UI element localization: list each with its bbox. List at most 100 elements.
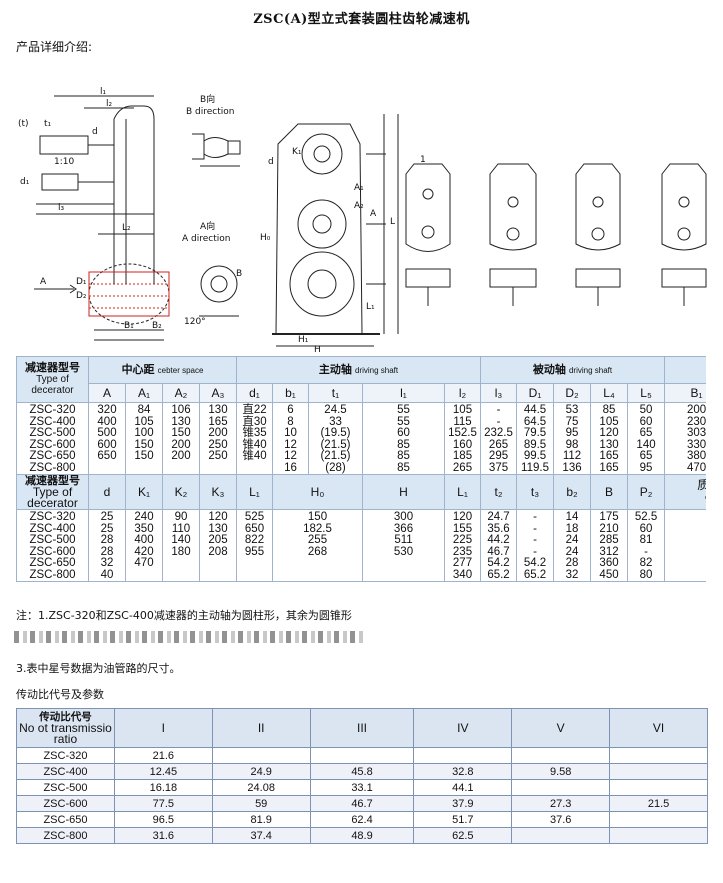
spec-data-column: - - - - 54.2 65.2 — [516, 509, 555, 582]
dim-t1: t₁ — [44, 119, 52, 129]
a-view-label-cn: A向 — [200, 220, 215, 232]
ratio-model-cell: ZSC-800 — [16, 827, 115, 844]
ratio-value-cell: 27.3 — [511, 795, 611, 812]
ratio-value-cell: 59 — [211, 795, 311, 812]
spec-col-header: d₁ — [236, 383, 273, 403]
spec-data-block-1: ZSC-320 ZSC-400 ZSC-500 ZSC-600 ZSC-650 … — [16, 402, 706, 475]
b-view — [192, 133, 241, 160]
intro-label: 产品详细介绍: — [16, 40, 93, 54]
spec-data-column: 300 366 511 530 — [362, 509, 445, 582]
dim-d: d — [92, 127, 98, 137]
spec-col-header: D₁ — [516, 383, 555, 403]
dim-l3: l₃ — [58, 203, 65, 213]
spec-data-column: 6 8 10 12 12 16 — [272, 402, 309, 475]
ratio-value-cell: 37.9 — [413, 795, 513, 812]
dim-d1: d₁ — [20, 177, 30, 187]
dim-L2: L₂ — [122, 223, 131, 233]
ratio-section-title: 传动比代号及参数 — [16, 688, 104, 701]
spec-col-header: b₂ — [553, 474, 592, 510]
dim-B1: B₁ — [124, 321, 134, 331]
spec-col-header: l₂ — [443, 383, 482, 403]
ratio-value-cell: 21.5 — [609, 795, 708, 812]
a-view-circle — [200, 265, 238, 303]
housing-front — [275, 123, 363, 335]
ratio-col-header: I — [113, 708, 213, 748]
ratio-value-cell: 62.4 — [309, 811, 415, 828]
shaft-key-box — [39, 135, 89, 155]
ratio-col-header: II — [211, 708, 311, 748]
spec-col-header: L₅ — [627, 383, 666, 403]
ratio-model-cell: ZSC-650 — [16, 811, 115, 828]
spec-data-column: 53 75 95 98 112 136 — [553, 402, 592, 475]
dim-d-mid: d — [268, 157, 274, 167]
spec-col-header: D₂ — [553, 383, 592, 403]
ratio-value-cell: 44.1 — [413, 779, 513, 796]
spec-data-column: 130 165 200 250 250 — [199, 402, 237, 475]
mount-views — [405, 163, 707, 306]
housing-ellipse — [88, 263, 170, 325]
spec-data-column: 106 130 150 200 200 — [162, 402, 200, 475]
spec-col-header: A — [88, 383, 126, 403]
spec-data-column: 240 350 400 420 470 — [125, 509, 163, 582]
spec-col-header: L₄ — [590, 383, 629, 403]
a-view-label-en: A direction — [182, 234, 230, 244]
dim-B2: B₂ — [152, 321, 162, 331]
spec-col-header: d — [88, 474, 126, 510]
ratio-value-cell: 24.9 — [211, 763, 311, 780]
dim-D1: D₁ — [76, 277, 87, 287]
spec-data-column: 24.7 35.6 44.2 46.7 54.2 65.2 — [480, 509, 518, 582]
spec-col-header: A₂ — [162, 383, 200, 403]
ratio-value-cell: 31.6 — [113, 827, 213, 844]
dim-A: A — [370, 209, 377, 219]
ratio-value-cell: 12.45 — [113, 763, 213, 780]
hatched-section — [88, 271, 170, 317]
spec-col-header: t₂ — [480, 474, 518, 510]
spec-col-header: l₃ — [480, 383, 518, 403]
ratio-value-cell: 33.1 — [309, 779, 415, 796]
spec-model-list: ZSC-320 ZSC-400 ZSC-500 ZSC-600 ZSC-650 … — [16, 509, 89, 582]
spec-header-center: 中心距 cebter space — [88, 356, 237, 384]
spec-col-header: t₁ — [308, 383, 363, 403]
ratio-model-cell: ZSC-400 — [16, 763, 115, 780]
angle-label: 120° — [184, 317, 206, 327]
spec-col-header: B₁ — [664, 383, 706, 403]
ratio-value-cell: 45.8 — [309, 763, 415, 780]
dim-L: L — [390, 217, 395, 227]
dim-H1: H₁ — [298, 335, 309, 345]
ratio-model-cell: ZSC-600 — [16, 795, 115, 812]
ratio-model-cell: ZSC-320 — [16, 747, 115, 764]
ratio-value-cell — [609, 763, 708, 780]
ratio-value-cell: 77.5 — [113, 795, 213, 812]
ratio-value-cell: 24.08 — [211, 779, 311, 796]
ratio-value-cell — [609, 811, 708, 828]
spec-data-column: 320 400 500 600 650 — [88, 402, 126, 475]
ratio-value-cell — [511, 747, 611, 764]
ratio-value-cell: 16.18 — [113, 779, 213, 796]
spec-data-column: 25 25 28 28 32 40 — [88, 509, 126, 582]
spec-data-column: 24.5 33 (19.5) (21.5) (21.5) (28) — [308, 402, 363, 475]
spec-data-column: 50 60 65 140 65 95 — [627, 402, 666, 475]
shaft-end-box — [41, 173, 79, 191]
ratio-value-cell — [413, 747, 513, 764]
drawing-svg: B向 B direction A向 A direction 1:10 120° … — [18, 87, 707, 355]
dim-t: (t) — [18, 119, 29, 129]
blurred-watermark — [14, 631, 364, 643]
ratio-value-cell: 46.7 — [309, 795, 415, 812]
dim-A2: A₂ — [354, 201, 364, 211]
dim-l1: l₁ — [100, 87, 107, 97]
spec-col-header: H₀ — [272, 474, 363, 510]
spec-data-column: 84 105 100 150 150 — [125, 402, 163, 475]
spec-col-header: B — [590, 474, 629, 510]
spec-data-column: 63 114 253 273 435 866 — [664, 509, 706, 582]
ratio-value-cell: 51.7 — [413, 811, 513, 828]
